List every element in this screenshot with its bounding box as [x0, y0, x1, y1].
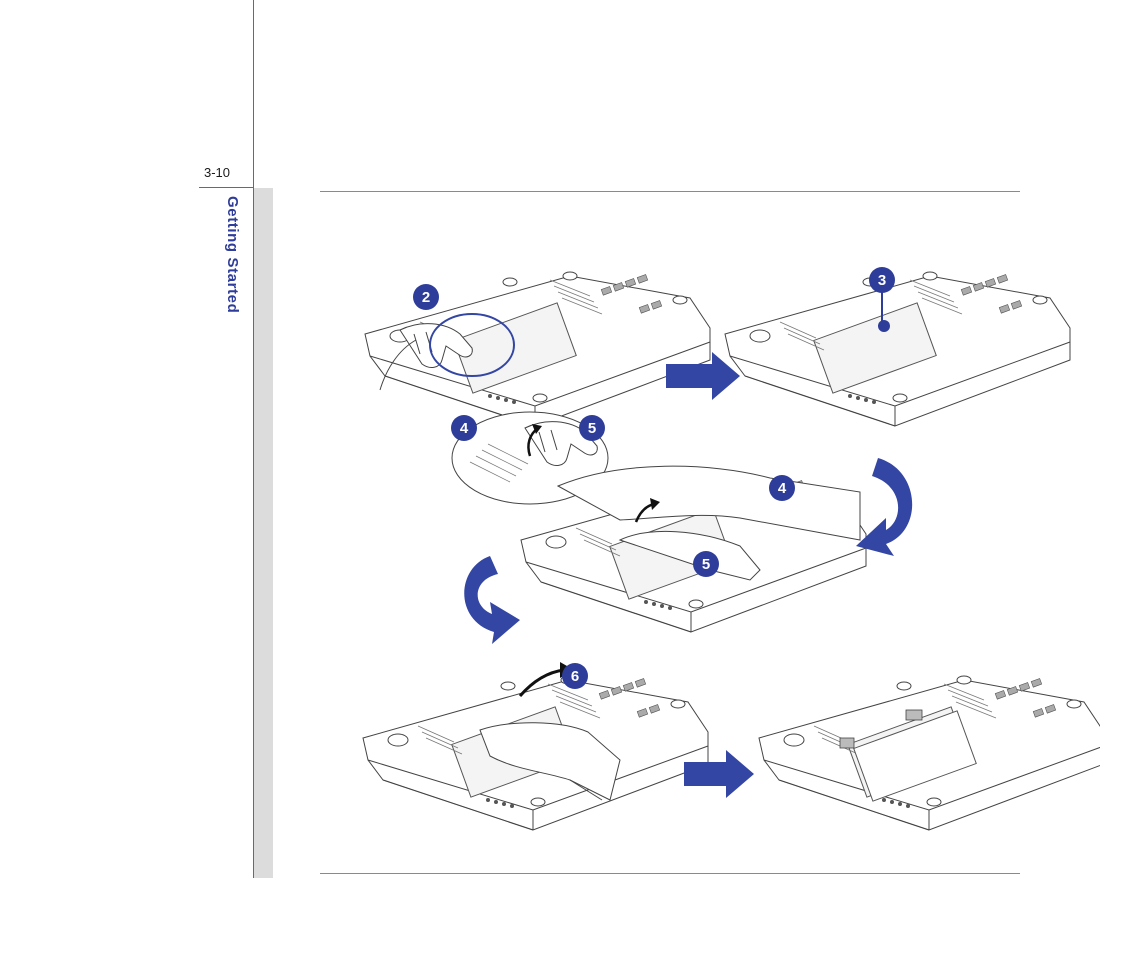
step-marker-5b: 5: [693, 551, 719, 577]
panel-4: 6: [363, 662, 708, 830]
panel-3: 4 5: [521, 466, 866, 632]
arrow-curved-down-icon: [856, 458, 912, 556]
svg-text:4: 4: [460, 420, 469, 437]
step-marker-3: 3: [869, 267, 895, 293]
step-marker-4b: 4: [769, 475, 795, 501]
step-marker-2: 2: [413, 284, 439, 310]
svg-text:2: 2: [422, 289, 430, 306]
svg-text:5: 5: [588, 420, 596, 437]
figure-top-rule: [320, 191, 1020, 192]
svg-text:5: 5: [702, 556, 710, 573]
section-title: Getting Started: [224, 196, 241, 313]
step-marker-6: 6: [562, 663, 588, 689]
hdd-removal-illustration: 2 3 4 5: [320, 200, 1100, 840]
panel-1: 2: [365, 272, 710, 426]
arrow-curved-down-icon: [464, 556, 520, 644]
svg-text:4: 4: [778, 480, 787, 497]
figure-bottom-rule: [320, 873, 1020, 874]
panel-5: [759, 676, 1100, 830]
svg-text:3: 3: [878, 272, 886, 289]
svg-text:6: 6: [571, 668, 579, 685]
step-marker-4: 4: [451, 415, 477, 441]
step-marker-5: 5: [579, 415, 605, 441]
page-number-rule: [199, 187, 253, 188]
panel-2: 3: [725, 267, 1070, 426]
page-number: 3-10: [204, 165, 230, 180]
sidebar-band: [254, 188, 273, 878]
